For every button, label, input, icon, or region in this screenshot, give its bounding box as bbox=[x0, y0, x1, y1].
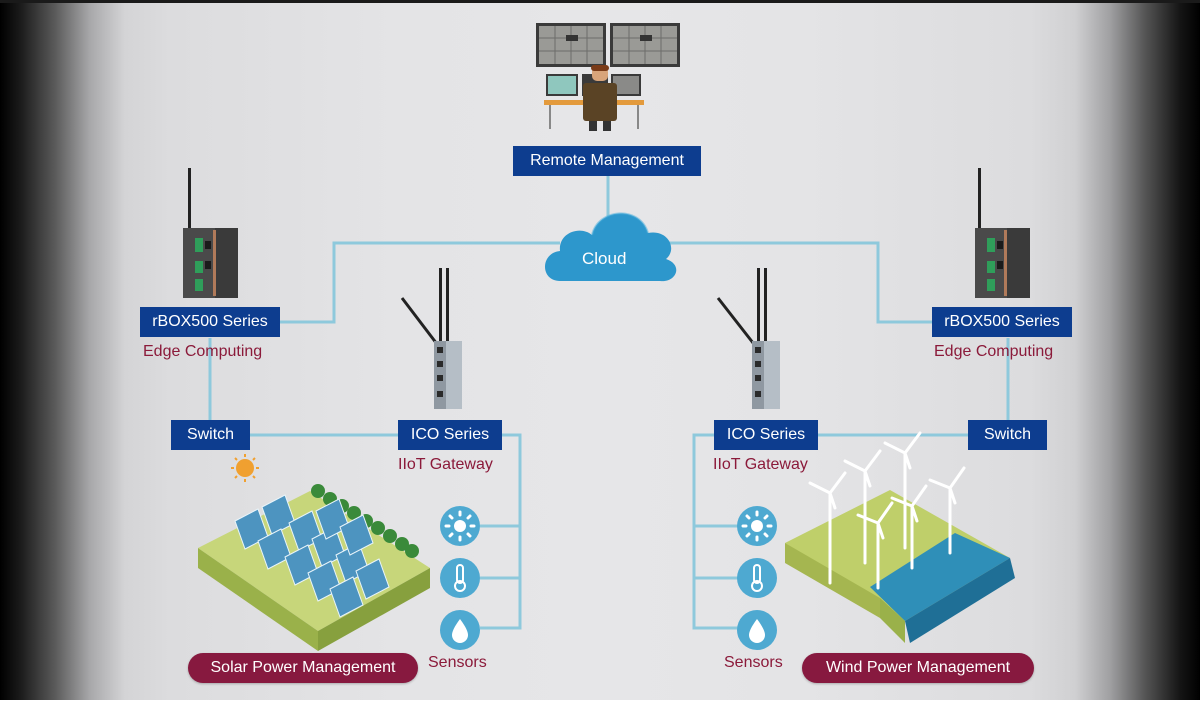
right-sensors-label: Sensors bbox=[724, 654, 783, 671]
sensor-sun-right-icon bbox=[737, 506, 777, 546]
control-room-illustration bbox=[536, 23, 680, 131]
wind-turbines bbox=[808, 431, 966, 590]
right-rbox500-label: rBOX500 Series bbox=[932, 307, 1072, 337]
tree-row bbox=[311, 484, 419, 558]
rbox500-device-left-icon bbox=[183, 168, 238, 298]
sensors-right bbox=[737, 506, 777, 650]
connector-cloud-right-edge bbox=[660, 241, 932, 324]
connector-lines bbox=[208, 175, 1010, 630]
wind-power-management-label: Wind Power Management bbox=[802, 653, 1034, 683]
sun-decoration-icon bbox=[231, 454, 259, 482]
connector-left-gateway-sensors bbox=[480, 433, 522, 630]
sensor-sun-left-icon bbox=[440, 506, 480, 546]
cloud-icon bbox=[545, 212, 677, 282]
video-wall-icon bbox=[536, 23, 680, 67]
sensor-water-drop-left-icon bbox=[440, 610, 480, 650]
wind-farm-illustration bbox=[785, 431, 1015, 643]
left-switch-label: Switch bbox=[171, 420, 250, 450]
remote-management-label: Remote Management bbox=[513, 146, 701, 176]
right-switch-label: Switch bbox=[968, 420, 1047, 450]
left-edge-computing-label: Edge Computing bbox=[143, 343, 263, 360]
cloud-label: Cloud bbox=[582, 249, 627, 268]
left-sensors-label: Sensors bbox=[428, 654, 487, 671]
left-ico-series-label: ICO Series bbox=[398, 420, 502, 450]
right-edge-computing-label: Edge Computing bbox=[934, 343, 1054, 360]
rbox500-device-right-icon bbox=[975, 168, 1030, 298]
ico-gateway-left-icon bbox=[400, 268, 462, 409]
connector-cloud-left-edge bbox=[280, 241, 560, 324]
sensor-thermometer-right-icon bbox=[737, 558, 777, 598]
sensor-water-drop-right-icon bbox=[737, 610, 777, 650]
connector-right-gateway-sensors bbox=[692, 433, 738, 630]
sensors-left bbox=[440, 506, 480, 650]
right-iiot-gateway-label: IIoT Gateway bbox=[713, 456, 808, 473]
solar-panels bbox=[234, 494, 390, 618]
solar-power-management-label: Solar Power Management bbox=[188, 653, 418, 683]
sensor-thermometer-left-icon bbox=[440, 558, 480, 598]
ico-gateway-right-icon bbox=[716, 268, 780, 409]
right-ico-series-label: ICO Series bbox=[714, 420, 818, 450]
workstation-icon bbox=[544, 65, 644, 131]
devices bbox=[183, 168, 1030, 409]
left-iiot-gateway-label: IIoT Gateway bbox=[398, 456, 493, 473]
left-rbox500-label: rBOX500 Series bbox=[140, 307, 280, 337]
solar-farm-illustration bbox=[198, 454, 430, 651]
